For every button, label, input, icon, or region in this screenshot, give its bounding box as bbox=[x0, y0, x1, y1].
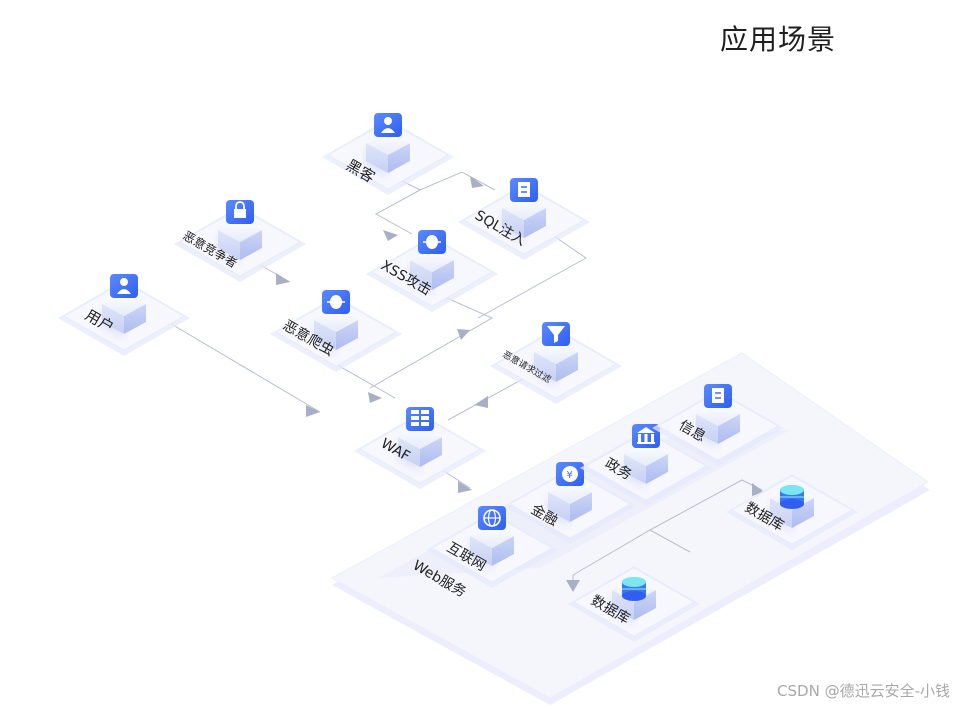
bank-icon bbox=[632, 424, 660, 448]
arrow-filter-waf bbox=[474, 396, 488, 408]
watermark: CSDN @德迅云安全-小钱 bbox=[777, 682, 950, 700]
arrow-crawler-waf bbox=[368, 392, 382, 403]
arrow-to-crawler bbox=[276, 273, 290, 285]
nodes-layer: ¥ bbox=[58, 113, 858, 642]
node-xss-attack bbox=[366, 230, 498, 312]
node-sql-injection bbox=[458, 178, 590, 260]
db-icon bbox=[622, 577, 646, 601]
bug-icon bbox=[418, 230, 446, 254]
svg-text:¥: ¥ bbox=[567, 470, 573, 481]
node-finance: ¥ bbox=[504, 462, 636, 544]
node-information bbox=[652, 384, 784, 466]
node-database-1 bbox=[568, 566, 700, 642]
web-service-platform bbox=[330, 352, 930, 705]
node-waf bbox=[354, 407, 486, 489]
person-icon bbox=[374, 113, 402, 137]
node-malicious-crawler bbox=[270, 290, 402, 372]
db-icon bbox=[780, 485, 804, 509]
person-icon bbox=[110, 274, 138, 298]
doc-icon bbox=[510, 178, 538, 202]
arrowheads bbox=[276, 176, 764, 592]
arrow-user-waf bbox=[306, 405, 320, 417]
node-government bbox=[580, 424, 712, 506]
node-database-2 bbox=[726, 474, 858, 550]
arrow-to-xss bbox=[383, 230, 398, 241]
coin-icon: ¥ bbox=[556, 462, 584, 486]
node-user bbox=[58, 274, 190, 356]
node-malicious-competitor bbox=[174, 200, 306, 282]
arrow-xss-down bbox=[457, 329, 470, 340]
node-malicious-request-filter bbox=[490, 322, 622, 404]
bug-icon bbox=[322, 290, 350, 314]
funnel-icon bbox=[542, 322, 570, 346]
arrow-to-sql bbox=[470, 176, 484, 188]
globe-icon bbox=[478, 506, 506, 530]
node-internet bbox=[426, 506, 558, 588]
doc-icon bbox=[704, 384, 732, 408]
arrow-waf-down bbox=[458, 481, 472, 493]
lock-icon bbox=[226, 200, 254, 224]
grid-icon bbox=[406, 407, 434, 431]
page-title: 应用场景 bbox=[720, 23, 837, 56]
arrow-db1 bbox=[566, 580, 580, 592]
node-hacker bbox=[322, 113, 454, 195]
